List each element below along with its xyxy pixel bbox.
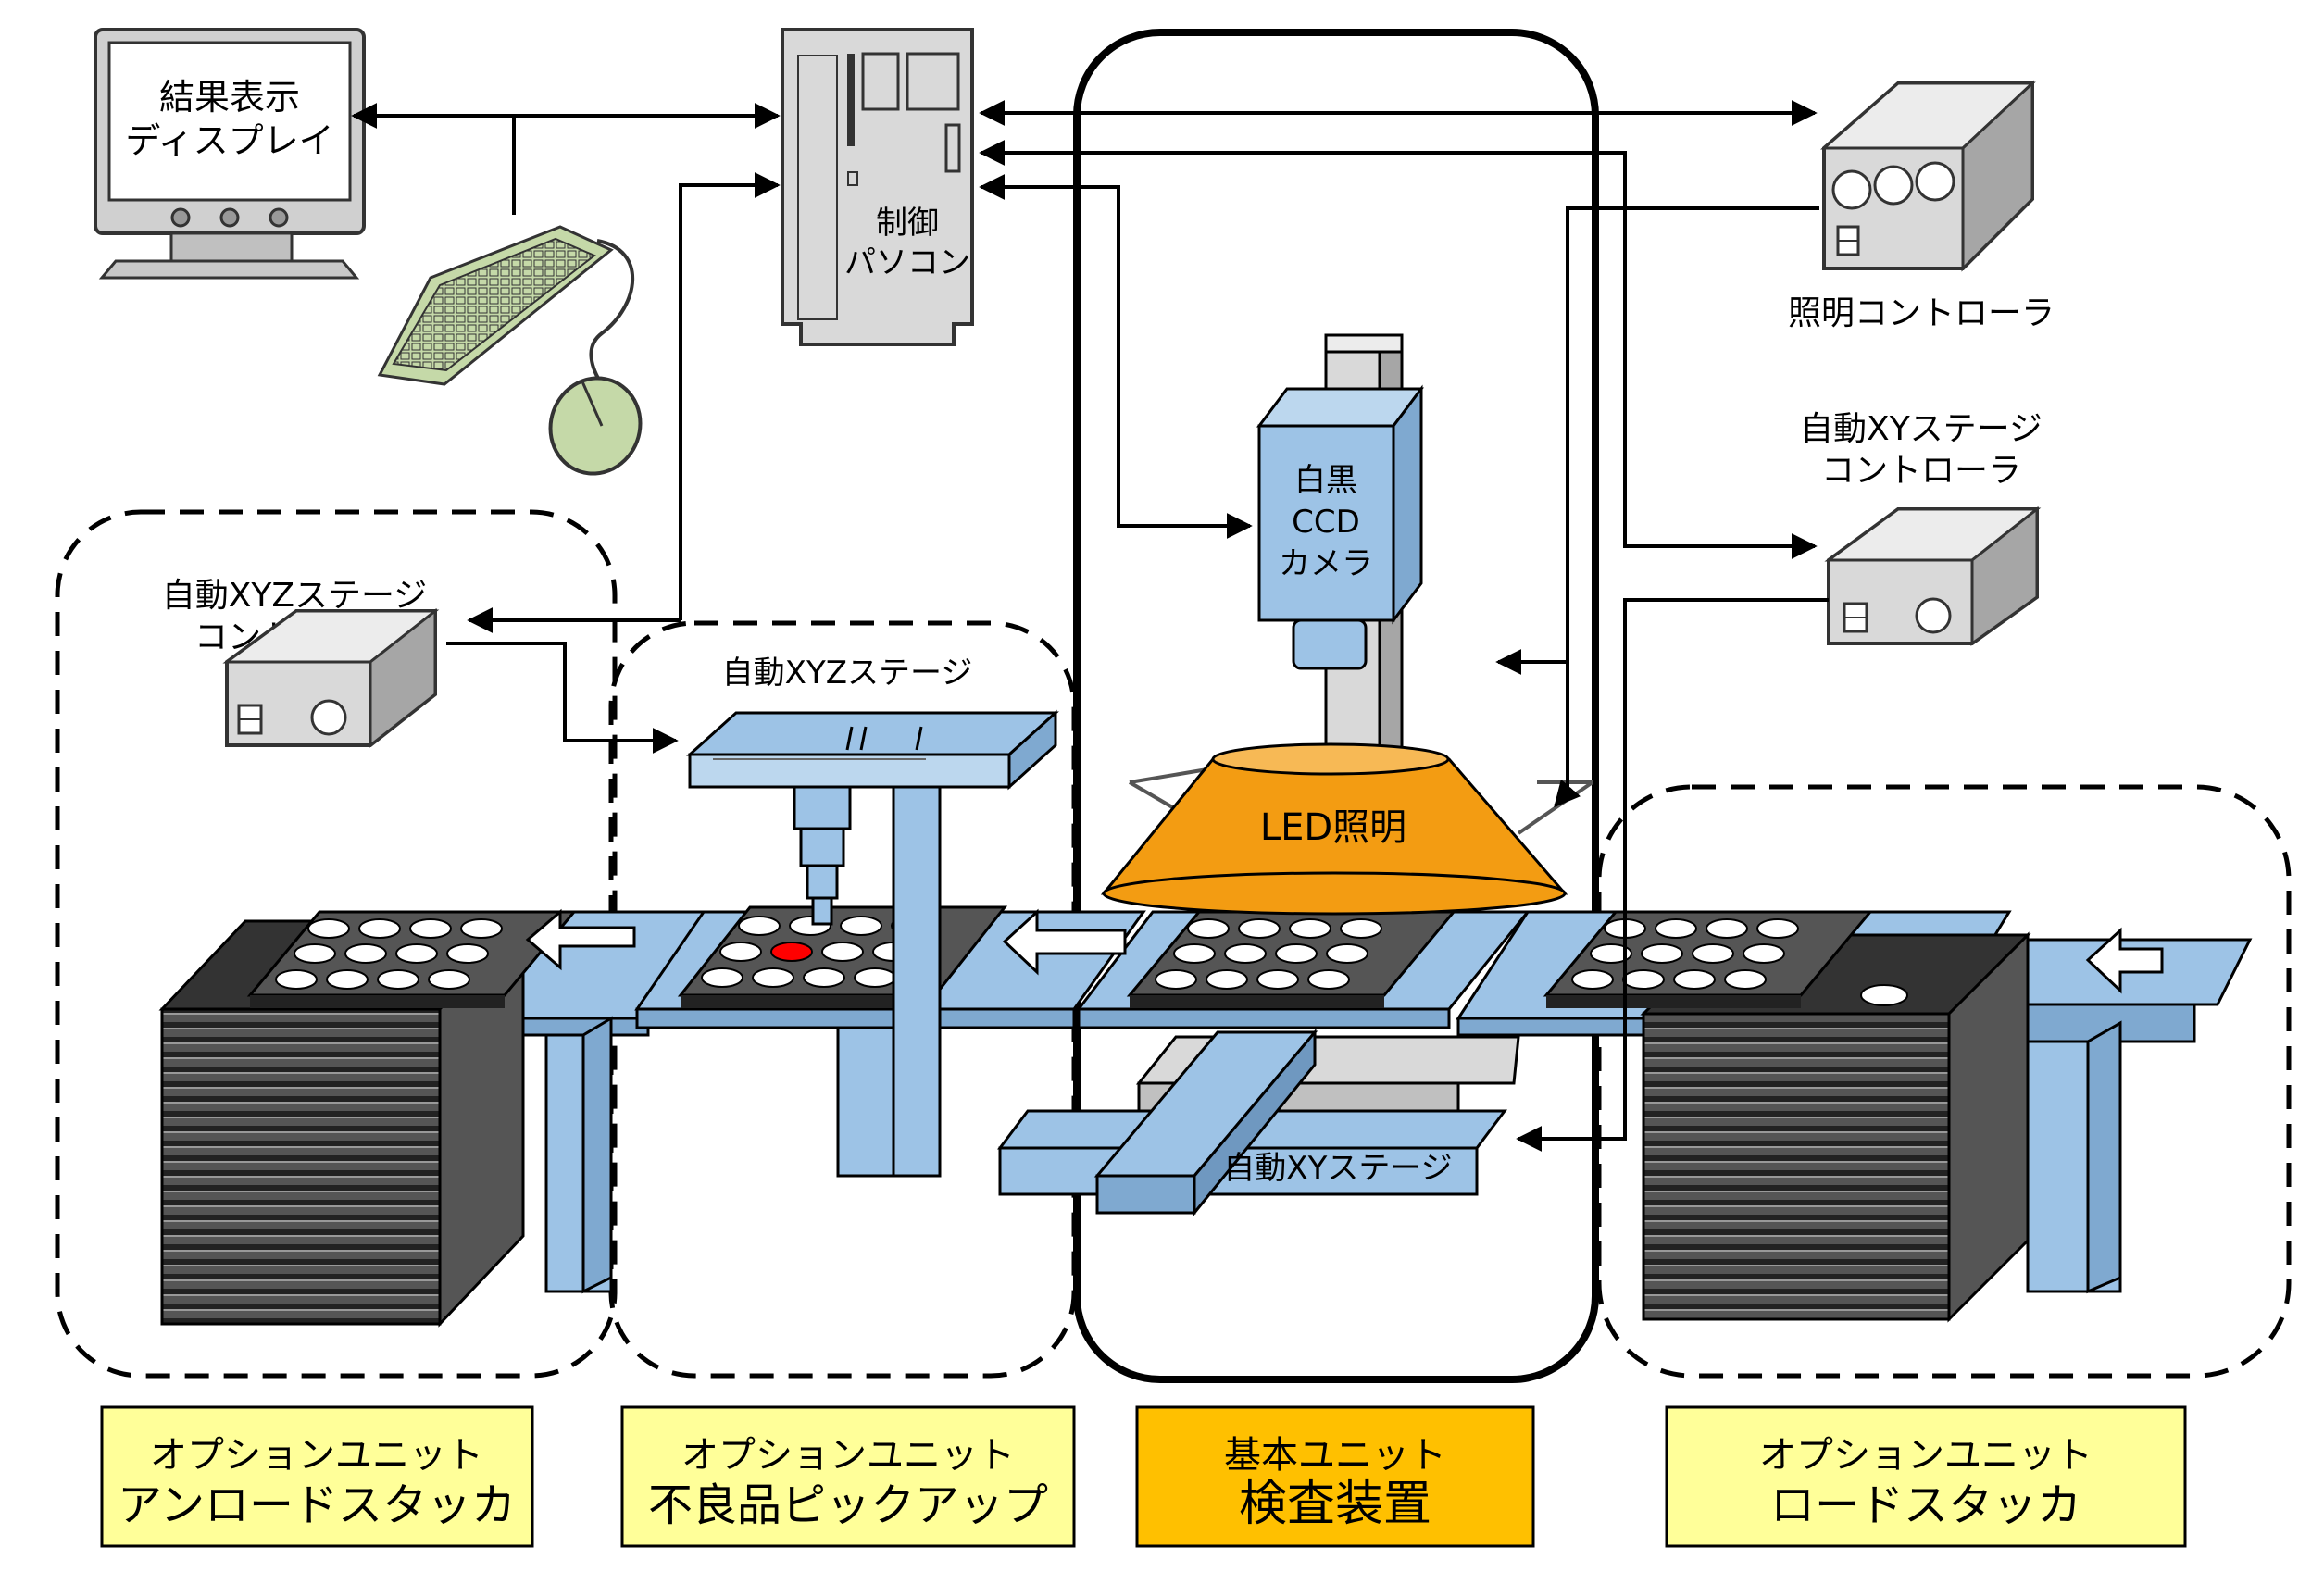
transfer-arrow-load: [2085, 927, 2164, 994]
led-label: LED照明: [1260, 806, 1406, 849]
ccd-camera: 白黒 CCD カメラ: [1256, 333, 1424, 763]
unit-load-line1: オプションユニット: [1759, 1434, 2093, 1477]
connections: [351, 100, 1829, 1152]
inspection-unit-outline: [1073, 29, 1599, 1383]
link-pc-camera: [979, 174, 1253, 539]
light-controller-label: 照明コントローラ: [1788, 294, 2055, 332]
unit-load-line2: ロードスタッカ: [1770, 1479, 2081, 1531]
xyz-stage-controller: 自動XYZステージ コントローラ: [162, 577, 440, 749]
camera-label-line3: カメラ: [1279, 545, 1373, 582]
unit-box-load: [1665, 1405, 2187, 1548]
pc-label-line1: 制御: [876, 205, 939, 242]
unit-label-boxes: オプションユニット アンロードスタッカ オプションユニット 不良品ピックアップ …: [100, 1405, 2187, 1548]
keyboard-mouse: [377, 225, 643, 476]
camera-label-line2: CCD: [1292, 504, 1360, 541]
unit-unload-line1: オプションユニット: [150, 1434, 483, 1477]
unit-pickup-line1: オプションユニット: [681, 1434, 1015, 1477]
control-pc: 制御 パソコン: [781, 28, 974, 346]
xy-stage-controller: 自動XYステージ コントローラ: [1800, 410, 2043, 646]
xy-stage-label: 自動XYステージ: [1223, 1150, 1452, 1187]
unit-pickup-line2: 不良品ピックアップ: [648, 1479, 1048, 1531]
xy-controller-label-line1: 自動XYステージ: [1800, 410, 2043, 448]
link-xyz-controller-stage: [446, 642, 679, 754]
transfer-arrow-pickup: [1002, 908, 1127, 976]
link-light-controller-led: [1554, 206, 1819, 808]
unit-inspection-line2: 検査装置: [1239, 1477, 1431, 1532]
unit-inspection-line1: 基本ユニット: [1224, 1434, 1446, 1477]
transfer-arrow-unload: [525, 908, 636, 971]
link-xyz-controller-pc: [679, 172, 781, 620]
tray-unload: [246, 910, 578, 1008]
led-light: LED照明: [1100, 742, 1594, 916]
xyz-stage: 自動XYZステージ: [686, 655, 1059, 1178]
camera-label-line1: 白黒: [1294, 462, 1357, 499]
pc-label-line2: パソコン: [844, 244, 970, 281]
unit-unload-line2: アンロードスタッカ: [118, 1479, 516, 1531]
defective-well: [770, 942, 813, 962]
load-stacker-outline: [1596, 784, 2292, 1379]
tray-inspection: [1126, 910, 1457, 1008]
xyz-stage-label: 自動XYZステージ: [722, 655, 973, 692]
display-label-line2: ディスプレイ: [125, 120, 333, 161]
xy-controller-label-line2: コントローラ: [1821, 452, 2021, 490]
xyz-controller-label-line1: 自動XYZステージ: [162, 577, 428, 615]
unit-box-unload: [100, 1405, 534, 1548]
tray-load: [1543, 910, 1908, 1008]
transfer-arrows: [525, 908, 2164, 994]
link-pc-xy-controller: [979, 140, 1818, 559]
result-display-monitor: 結果表示 ディスプレイ: [94, 28, 366, 280]
link-xy-controller-stage: [1516, 598, 1829, 1152]
display-label-line1: 結果表示: [159, 77, 300, 118]
unit-box-inspection: [1135, 1405, 1535, 1548]
light-controller: 照明コントローラ: [1788, 80, 2055, 332]
unit-box-pickup: [620, 1405, 1076, 1548]
xy-stage: 自動XYステージ: [997, 1028, 1520, 1217]
